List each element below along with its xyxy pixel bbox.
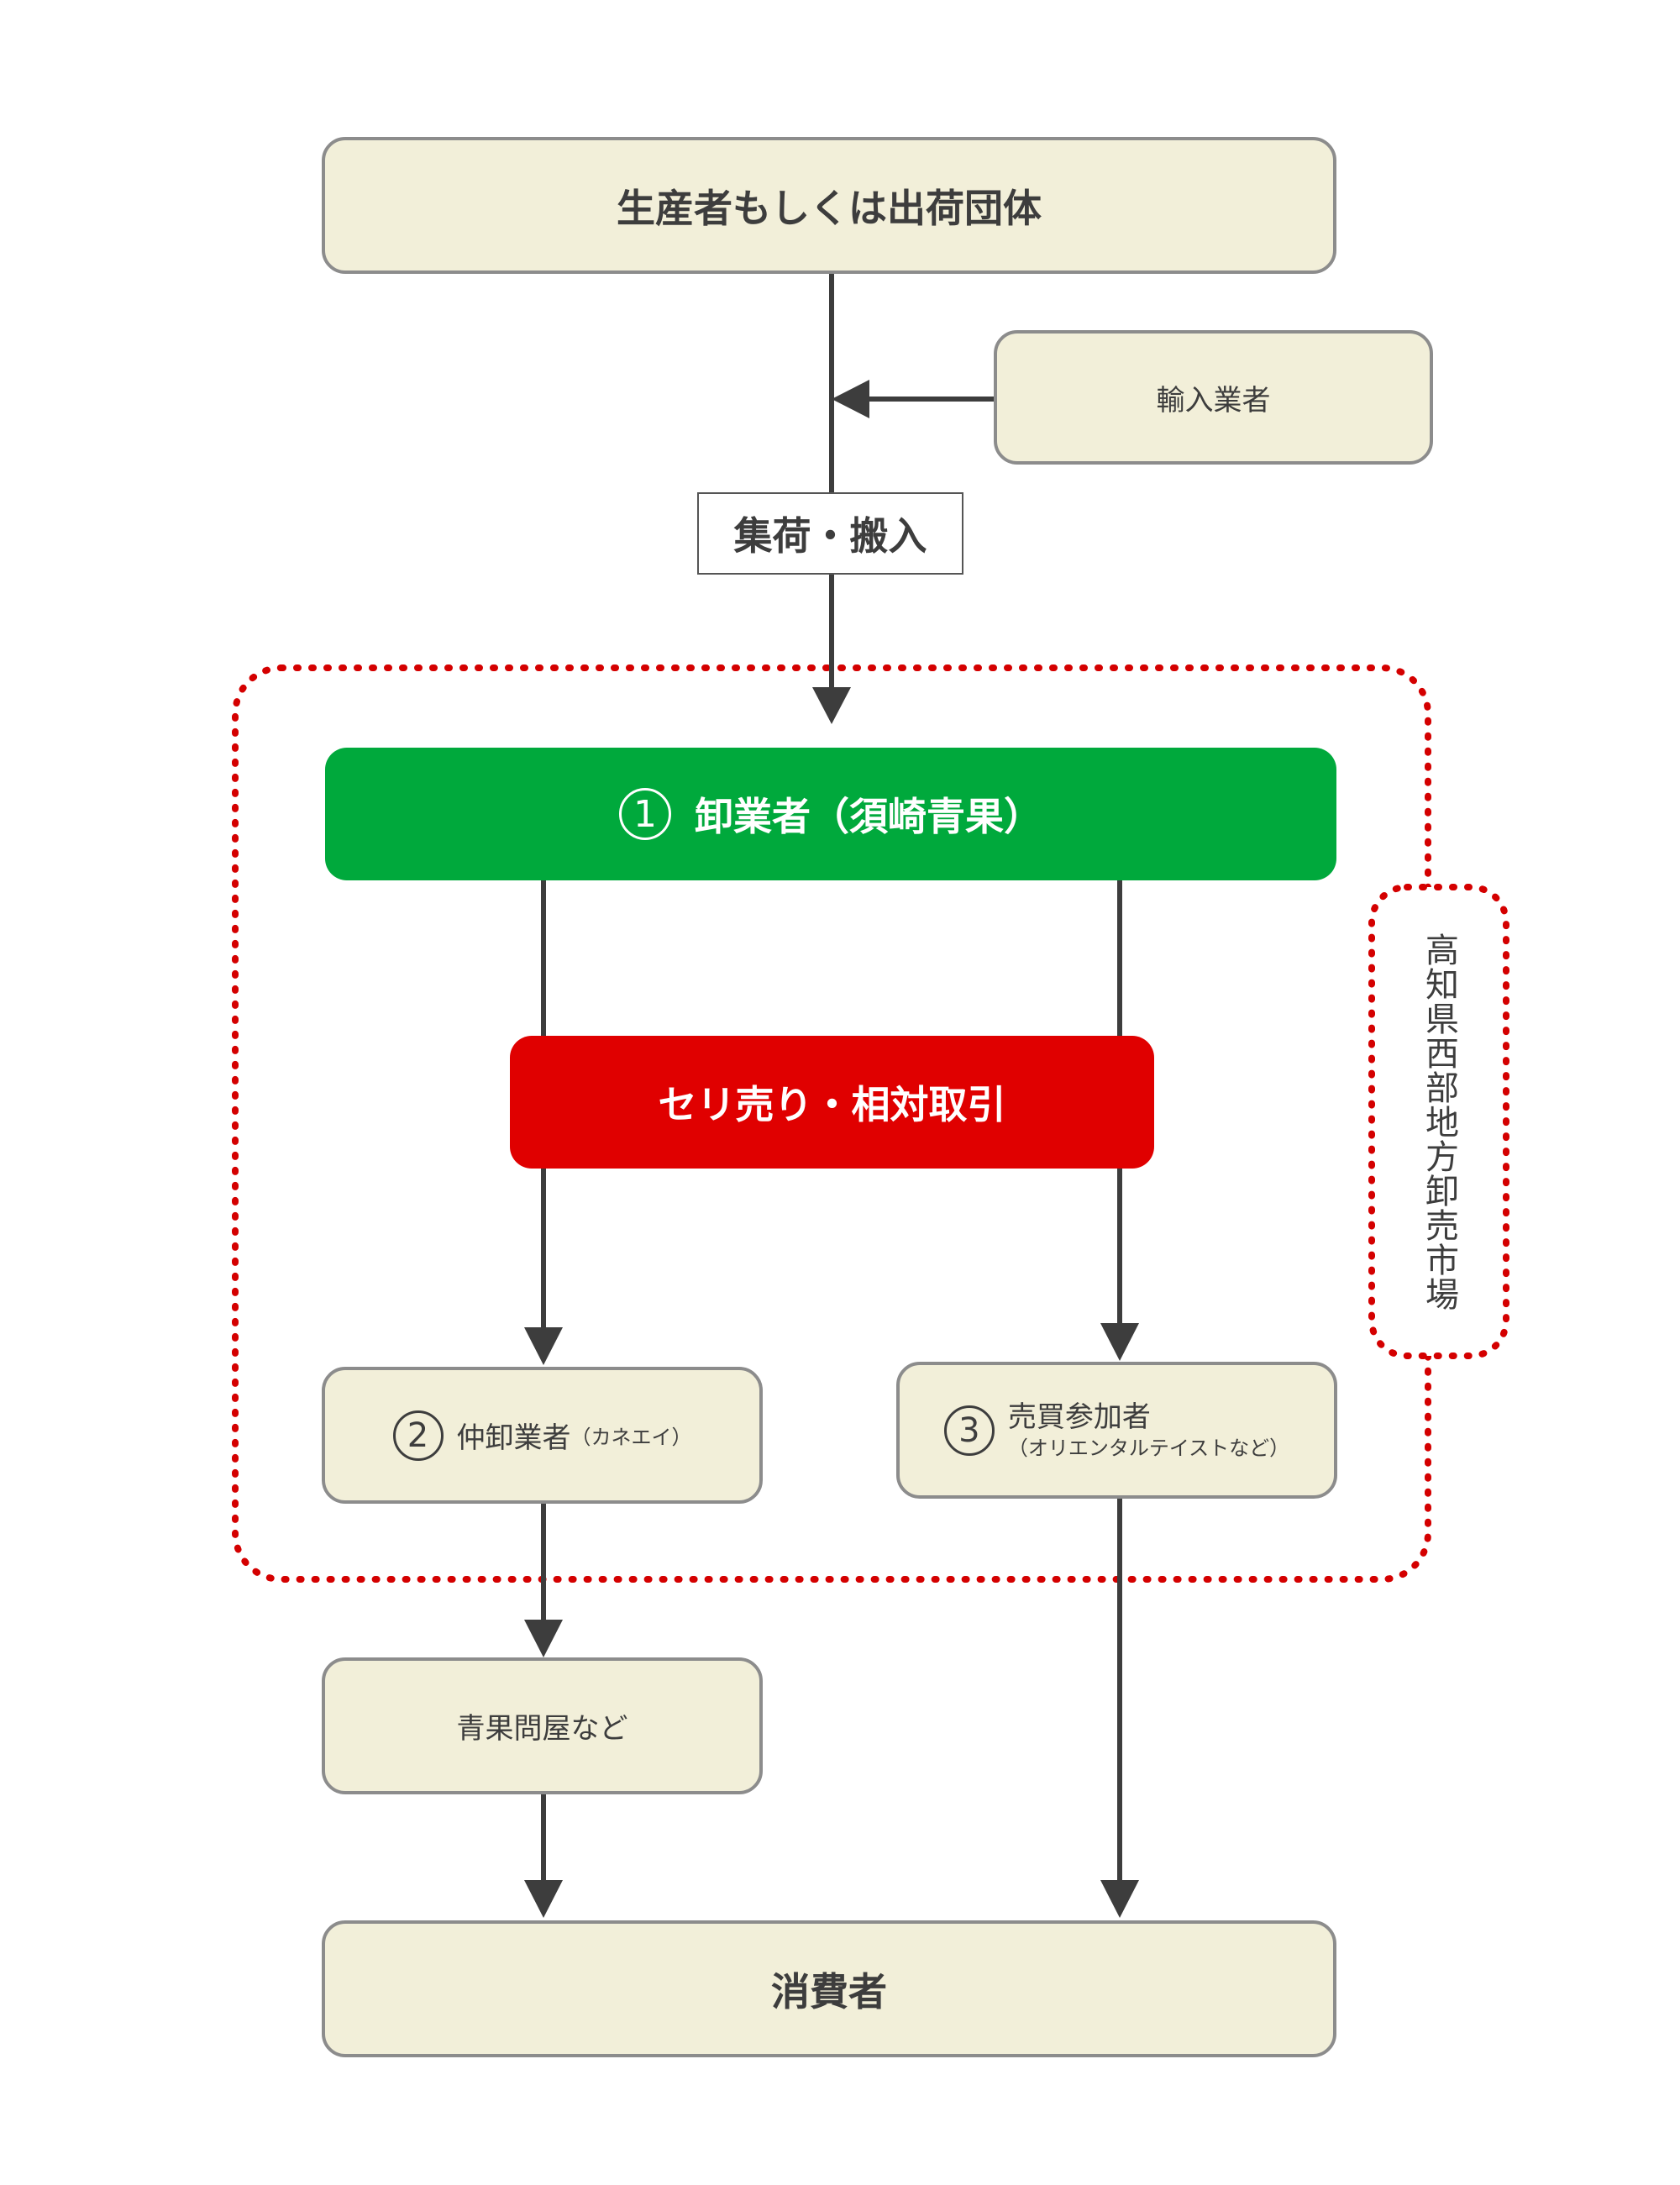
auction-box: セリ売り・相対取引: [510, 1036, 1154, 1169]
importer-box: 輸入業者: [994, 330, 1433, 465]
arrowhead-consumer-left: [524, 1880, 563, 1918]
collection-label-box: 集荷・搬入: [697, 492, 963, 575]
trade-participant-box: 3 売買参加者 （オリエンタルテイストなど）: [896, 1362, 1337, 1499]
market-boundary: [232, 664, 1431, 1583]
produce-wholesalers-box: 青果問屋など: [322, 1657, 763, 1794]
market-label: 高知県西部地方卸売市場: [1420, 932, 1458, 1311]
intermediate-number: 2: [392, 1410, 444, 1461]
arrowhead-consumer-right: [1100, 1880, 1139, 1918]
arrowhead-intermediate: [524, 1327, 563, 1365]
participant-label: 売買参加者: [1007, 1400, 1151, 1435]
arrowhead-produce: [524, 1620, 563, 1657]
intermediate-note: （カネエイ）: [570, 1426, 692, 1449]
wholesaler-label: 卸業者（須崎青果）: [695, 794, 1042, 839]
intermediate-label: 仲卸業者: [456, 1421, 571, 1455]
wholesaler-box: 1 卸業者（須崎青果）: [325, 748, 1336, 880]
consumer-label: 消費者: [771, 1968, 887, 2014]
producer-box: 生産者もしくは出荷団体: [322, 137, 1336, 274]
auction-label: セリ売り・相対取引: [658, 1082, 1006, 1127]
wholesaler-number: 1: [619, 788, 671, 840]
consumer-box: 消費者: [322, 1920, 1336, 2057]
collection-label: 集荷・搬入: [733, 513, 927, 559]
producer-label: 生産者もしくは出荷団体: [617, 185, 1042, 231]
participant-number: 3: [943, 1405, 995, 1456]
arrowhead-participant: [1100, 1323, 1139, 1361]
produce-wholesalers-label: 青果問屋など: [456, 1712, 628, 1746]
market-label-box: 高知県西部地方卸売市場: [1367, 882, 1511, 1361]
market-label-border: [1368, 884, 1509, 1359]
arrowhead-importer: [832, 380, 869, 418]
intermediate-wholesaler-box: 2 仲卸業者 （カネエイ）: [322, 1367, 763, 1504]
importer-label: 輸入業者: [1156, 383, 1271, 418]
arrowhead-wholesaler: [812, 687, 851, 724]
participant-note: （オリエンタルテイストなど）: [1007, 1436, 1290, 1460]
